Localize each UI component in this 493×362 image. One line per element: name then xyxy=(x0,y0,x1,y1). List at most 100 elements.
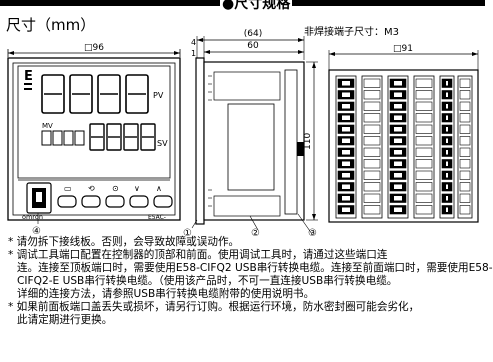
terminal-screw-head xyxy=(394,81,402,86)
note-item: CIFQ2-E USB串行转换电缆。（使用该产品时，不可一直连接USB串行转换电… xyxy=(17,275,398,287)
terminal-column xyxy=(413,75,435,219)
notes-section: * 请勿拆下接线板。否则，会导致故障或误动作。 * 调试工具端口配置在控制器的顶… xyxy=(8,236,493,327)
terminal-screw xyxy=(363,124,381,134)
rear-width-label: □91 xyxy=(393,44,413,54)
terminal-screw-head xyxy=(342,81,350,86)
terminal-screw xyxy=(459,90,471,100)
terminal-screw-head xyxy=(446,173,448,178)
terminal-screw-head xyxy=(394,161,402,166)
terminal-screw-head xyxy=(446,92,448,97)
note-item: * 如果前面板端口盖丢失或损坏，请另行订购。根据运行环境，防水密封圈可能会劣化， xyxy=(8,301,420,313)
terminal-screw-head xyxy=(342,196,350,201)
terminal-screw-head xyxy=(446,104,448,109)
mode-key-icon: ⟲ xyxy=(88,184,95,193)
side-view: (64) 60 4 1 xyxy=(183,29,318,239)
terminal-screw xyxy=(415,159,433,169)
terminal-screw xyxy=(459,78,471,88)
terminal-screw xyxy=(363,205,381,215)
terminal-screw-head xyxy=(342,184,350,189)
terminal-screw xyxy=(363,193,381,203)
terminal-screw xyxy=(459,205,471,215)
terminal-screw-head xyxy=(394,207,402,212)
mv-label: MV xyxy=(42,122,53,130)
callout-2: ② xyxy=(251,228,260,239)
up-key-button[interactable] xyxy=(153,195,173,208)
terminal-size-note: 非焊接端子尺寸：M3 xyxy=(304,27,399,38)
terminal-screw-head xyxy=(394,138,402,143)
callout-3: ③ xyxy=(308,228,317,239)
terminal-screw-head xyxy=(342,92,350,97)
terminal-screw-head xyxy=(394,196,402,201)
top-usb-port xyxy=(297,142,304,156)
terminal-screw-head xyxy=(342,207,350,212)
terminal-screw-head xyxy=(394,104,402,109)
terminal-screw xyxy=(363,136,381,146)
terminal-screw xyxy=(415,90,433,100)
terminal-screw xyxy=(415,147,433,157)
terminal-screw xyxy=(459,101,471,111)
terminal-screw-head xyxy=(394,127,402,132)
terminal-screw xyxy=(363,182,381,192)
note-item: 详细的连接方法，请参照USB串行转换电缆附带的使用说明书。 xyxy=(17,288,315,300)
terminal-screw xyxy=(459,170,471,180)
terminal-screw xyxy=(363,101,381,111)
pv-label: PV xyxy=(153,91,164,100)
terminal-screw xyxy=(363,170,381,180)
terminal-screw-head xyxy=(342,104,350,109)
terminal-screw xyxy=(415,101,433,111)
side-case-body xyxy=(203,61,305,221)
terminal-screw xyxy=(363,90,381,100)
terminal-screw-head xyxy=(342,138,350,143)
note-item: * 调试工具端口配置在控制器的顶部和前面。使用调试工具时，请通过这些端口连 xyxy=(8,249,388,261)
terminal-blocks xyxy=(335,75,473,219)
side-front-bezel xyxy=(195,57,205,225)
terminal-screw-head xyxy=(446,150,448,155)
depth-total-label: (64) xyxy=(244,29,262,39)
level-key-icon: ▭ xyxy=(64,184,72,193)
callout-4: ④ xyxy=(32,226,41,237)
terminal-column xyxy=(387,75,409,219)
level-key-button[interactable] xyxy=(57,195,77,208)
terminal-screw xyxy=(459,113,471,123)
front-view: □96 E PV MV xyxy=(7,43,181,237)
mode-key-button[interactable] xyxy=(81,195,101,208)
terminal-screw xyxy=(415,113,433,123)
brand-logo: omron xyxy=(22,213,43,221)
section-banner: ●尺寸规格 xyxy=(220,0,293,13)
terminal-screw-head xyxy=(446,161,448,166)
terminal-screw xyxy=(363,78,381,88)
bezel-label: 1 xyxy=(191,49,196,58)
rear-view: □91 xyxy=(328,44,479,223)
terminal-screw xyxy=(459,147,471,157)
terminal-screw-head xyxy=(394,115,402,120)
terminal-screw-head xyxy=(342,127,350,132)
page-title: 尺寸（mm） xyxy=(6,16,96,34)
sv-label: SV xyxy=(157,139,168,148)
terminal-screw xyxy=(415,124,433,134)
terminal-screw xyxy=(415,136,433,146)
note-item: 此请定期进行更换。 xyxy=(17,314,113,326)
terminal-screw xyxy=(415,170,433,180)
terminal-screw xyxy=(459,193,471,203)
down-key-button[interactable] xyxy=(129,195,149,208)
terminal-screw-head xyxy=(342,150,350,155)
front-width-label: □96 xyxy=(84,43,104,53)
terminal-screw-head xyxy=(446,138,448,143)
shift-key-button[interactable] xyxy=(105,195,125,208)
terminal-screw xyxy=(459,159,471,169)
terminal-screw-head xyxy=(446,127,448,132)
terminal-column xyxy=(439,75,455,219)
terminal-screw-head xyxy=(446,207,448,212)
terminal-screw xyxy=(415,182,433,192)
terminal-screw xyxy=(415,78,433,88)
terminal-screw-head xyxy=(446,115,448,120)
terminal-screw-head xyxy=(394,184,402,189)
terminal-screw xyxy=(363,159,381,169)
mv-display xyxy=(41,130,85,146)
terminal-screw xyxy=(459,124,471,134)
sv-display xyxy=(89,123,156,151)
terminal-column xyxy=(457,75,473,219)
front-usb-port[interactable] xyxy=(26,182,52,214)
terminal-screw xyxy=(459,182,471,192)
terminal-screw-head xyxy=(394,173,402,178)
